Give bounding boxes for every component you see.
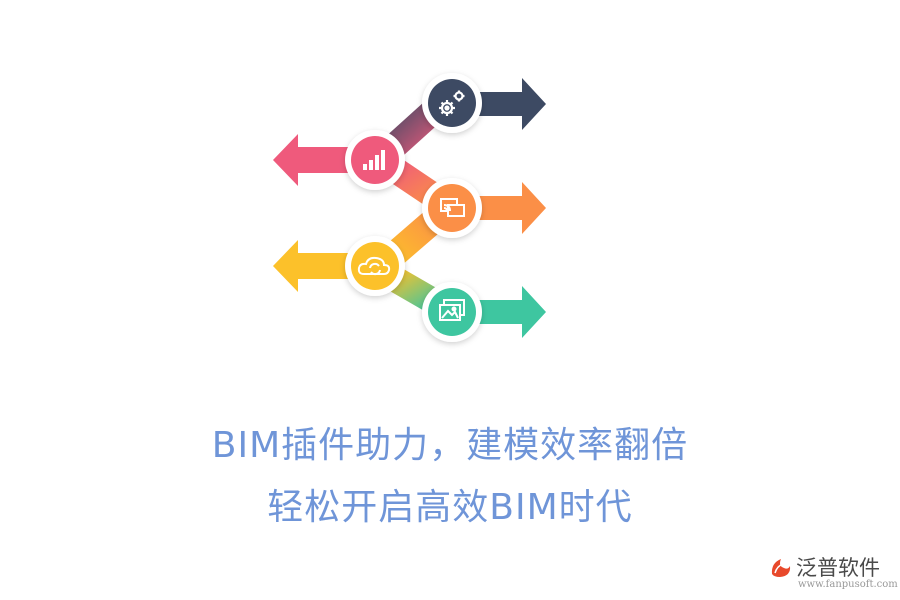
brand-name: 泛普软件 [796, 556, 880, 580]
arrow-left-pink [273, 134, 360, 186]
cloud-sync-icon [357, 256, 391, 276]
step-image [422, 282, 546, 342]
step-gears [422, 73, 546, 133]
brand-url: www.fanpusoft.com [798, 579, 898, 590]
step-chart [273, 130, 405, 190]
brand-logo-icon [771, 559, 791, 577]
screen-share-icon [440, 198, 465, 217]
headline-line-1: BIM插件助力，建模效率翻倍 [211, 425, 689, 466]
step-cloud [273, 236, 405, 296]
gears-icon [439, 90, 465, 116]
headline-line-2: 轻松开启高效BIM时代 [267, 487, 633, 528]
image-gallery-icon [439, 299, 465, 321]
arrow-right-teal [470, 286, 546, 338]
arrow-left-yellow [273, 240, 360, 292]
bar-chart-icon [363, 150, 385, 170]
brand-watermark: 泛普软件 www.fanpusoft.com [768, 550, 898, 594]
arrow-right-orange [470, 182, 546, 234]
step-screen [422, 178, 546, 238]
arrow-right-dark [470, 78, 546, 130]
